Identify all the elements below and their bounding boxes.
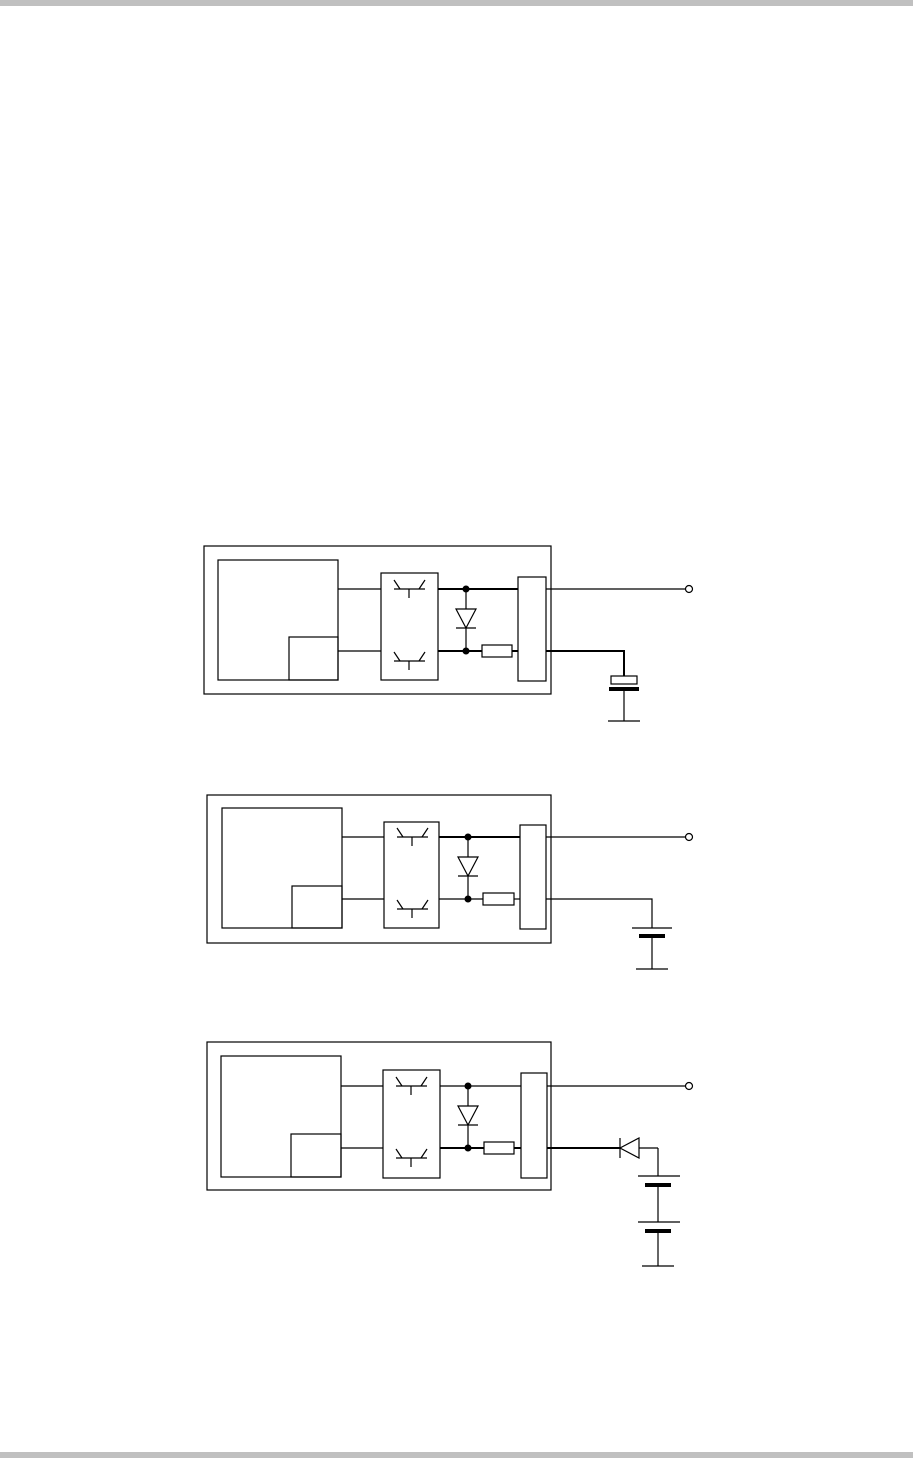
- controller-subblock: [292, 886, 342, 928]
- page-bottom-bar: [0, 1452, 913, 1458]
- terminal-icon: [686, 834, 693, 841]
- transistor-top-icon: [394, 580, 425, 598]
- terminal-icon: [686, 1083, 693, 1090]
- module-enclosure: [204, 546, 551, 694]
- controller-block: [222, 808, 342, 928]
- controller-block: [218, 560, 338, 680]
- battery-icon: [638, 1176, 680, 1222]
- diode-icon: [458, 1086, 478, 1148]
- circuit-2: [207, 795, 693, 969]
- transistor-bottom-icon: [394, 652, 425, 670]
- terminal-icon: [686, 586, 693, 593]
- module-enclosure: [207, 795, 551, 943]
- connector-block: [518, 577, 546, 681]
- series-diode-icon: [620, 1138, 658, 1176]
- capacitor-icon: [608, 676, 640, 721]
- transistor-top-icon: [397, 828, 428, 846]
- output-wire-bottom: [546, 899, 652, 928]
- resistor-icon: [484, 1142, 514, 1154]
- output-wire-bottom: [546, 651, 624, 676]
- resistor-icon: [482, 645, 512, 657]
- diode-icon: [458, 837, 478, 899]
- connector-block: [520, 825, 546, 929]
- battery-icon: [638, 1222, 680, 1266]
- connector-block: [521, 1073, 547, 1178]
- controller-block: [221, 1056, 341, 1177]
- transistor-bottom-icon: [396, 1149, 427, 1167]
- controller-subblock: [291, 1134, 341, 1177]
- resistor-icon: [483, 893, 514, 905]
- module-enclosure: [207, 1042, 551, 1190]
- battery-icon: [632, 928, 672, 969]
- transistor-top-icon: [396, 1077, 427, 1095]
- transistor-bottom-icon: [397, 900, 428, 918]
- controller-subblock: [289, 637, 338, 680]
- circuit-3: [207, 1042, 693, 1266]
- diode-icon: [456, 589, 476, 651]
- circuit-1: [204, 546, 693, 721]
